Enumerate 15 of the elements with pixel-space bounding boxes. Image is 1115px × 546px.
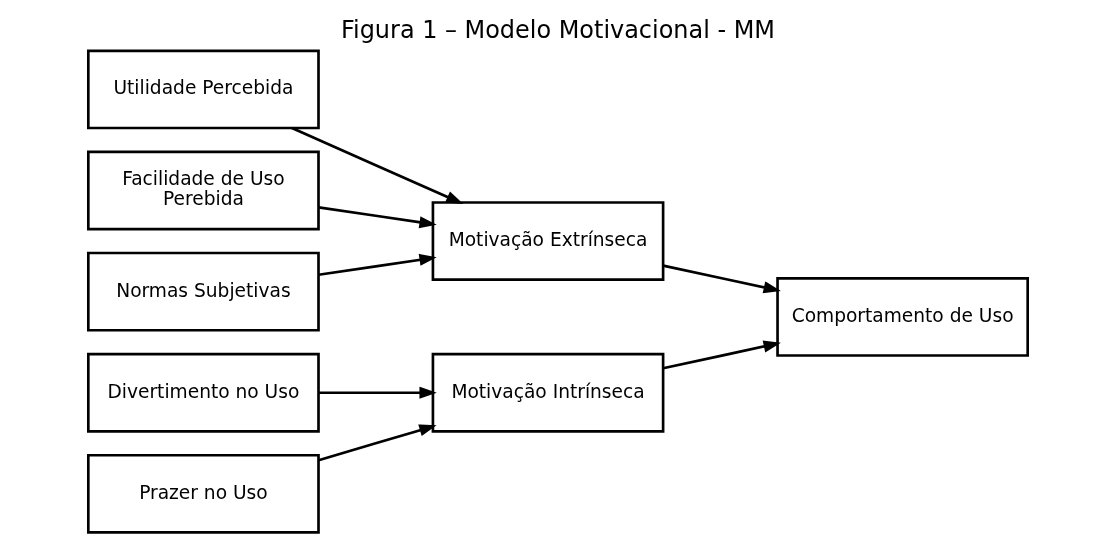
- node-box: Divertimento no Uso: [86, 352, 320, 433]
- node-box: Facilidade de Uso Perebida: [86, 150, 320, 231]
- node-box: Normas Subjetivas: [86, 251, 320, 332]
- arrow: [318, 386, 437, 399]
- arrow: [317, 206, 437, 229]
- node-box: Motivação Intrínseca: [431, 352, 664, 433]
- arrow: [317, 253, 437, 277]
- arrow: [662, 340, 781, 370]
- node-box: Prazer no Uso: [86, 453, 320, 534]
- arrow: [317, 424, 437, 462]
- node-box: Comportamento de Uso: [775, 277, 1029, 357]
- node-box: Motivação Extrínseca: [431, 201, 664, 281]
- arrow: [662, 264, 781, 294]
- node-box: Utilidade Percebida: [86, 49, 320, 130]
- diagram-title: Figura 1 – Modelo Motivacional - MM: [340, 16, 775, 45]
